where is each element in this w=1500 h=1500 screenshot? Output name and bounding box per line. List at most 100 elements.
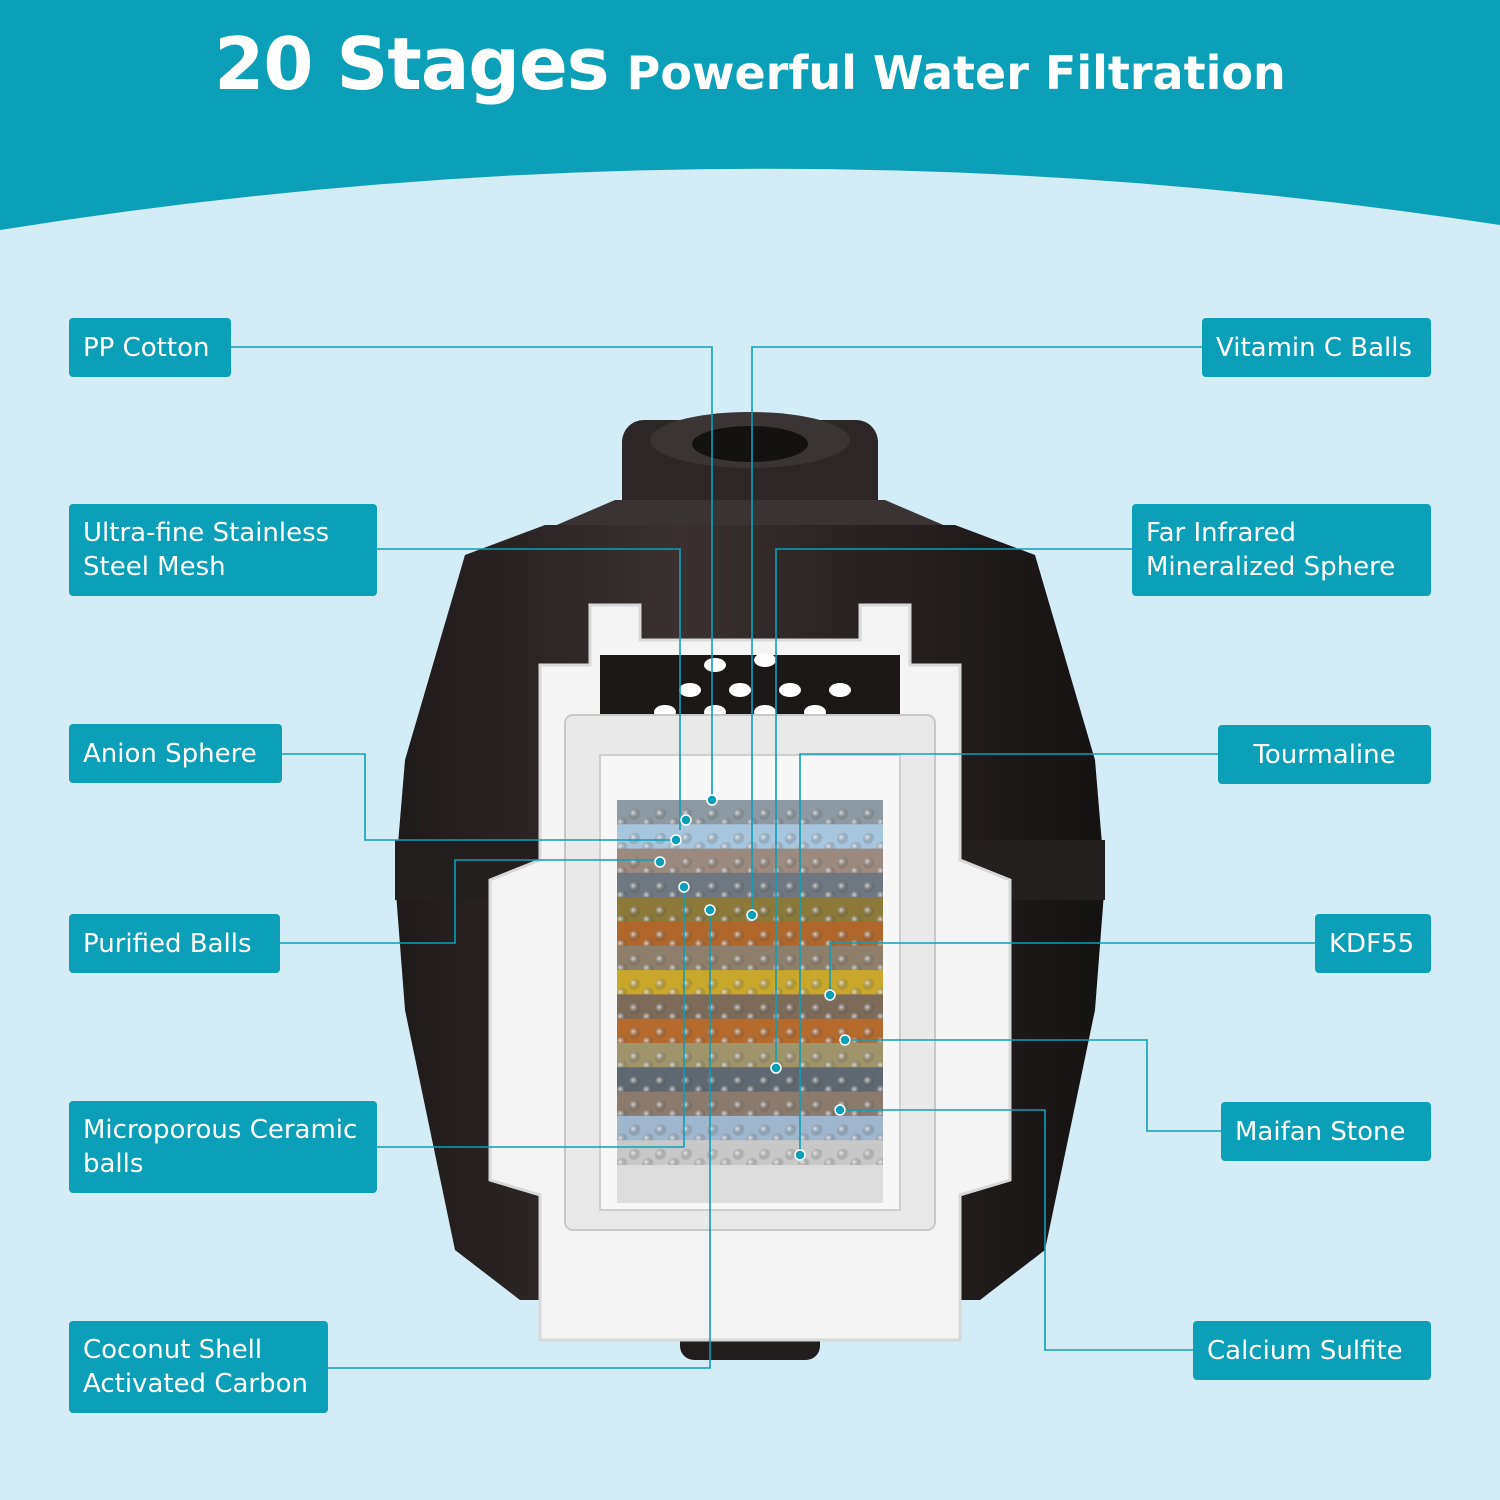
media-ball (733, 905, 745, 918)
media-ball (629, 881, 641, 894)
media-ball (759, 1051, 771, 1064)
media-ball (863, 1075, 875, 1088)
media-ball (863, 857, 875, 870)
media-ball (811, 1148, 823, 1161)
media-ball (759, 905, 771, 918)
media-ball (681, 1148, 693, 1161)
label-anion-sphere: Anion Sphere (69, 724, 282, 783)
leader-dot (834, 1104, 846, 1116)
leader-dot (670, 834, 682, 846)
leader-dot (794, 1149, 806, 1161)
media-ball (837, 1003, 849, 1016)
title-strong: 20 Stages (214, 22, 609, 106)
media-ball (759, 832, 771, 845)
media-ball (707, 930, 719, 943)
label-vitamin-c: Vitamin C Balls (1202, 318, 1431, 377)
media-ball (694, 1157, 706, 1165)
media-ball (707, 954, 719, 967)
media-ball (785, 1075, 797, 1088)
media-ball (707, 1148, 719, 1161)
media-ball (629, 978, 641, 991)
media-ball (655, 881, 667, 894)
media-ball (681, 930, 693, 943)
media-ball (759, 930, 771, 943)
media-ball (655, 1027, 667, 1040)
media-ball (759, 857, 771, 870)
media-ball (629, 1100, 641, 1113)
media-ball (785, 857, 797, 870)
media-ball (863, 930, 875, 943)
media-ball (733, 1027, 745, 1040)
media-ball (785, 905, 797, 918)
label-steel-mesh: Ultra-fine Stainless Steel Mesh (69, 504, 377, 596)
media-ball (811, 1075, 823, 1088)
media-ball (655, 930, 667, 943)
media-ball (668, 1157, 680, 1165)
media-ball (837, 1124, 849, 1137)
media-ball (655, 1100, 667, 1113)
media-ball (655, 808, 667, 821)
media-ball (655, 1003, 667, 1016)
media-ball (837, 832, 849, 845)
leader-dot (704, 904, 716, 916)
label-purified-balls: Purified Balls (69, 914, 280, 973)
bottom-mesh (617, 1165, 883, 1203)
media-ball (811, 1124, 823, 1137)
media-ball (837, 978, 849, 991)
media-ball (759, 881, 771, 894)
media-ball (785, 1100, 797, 1113)
media-ball (863, 1003, 875, 1016)
media-ball (759, 1124, 771, 1137)
media-ball (629, 930, 641, 943)
media-ball (785, 832, 797, 845)
media-ball (863, 808, 875, 821)
media-ball (837, 930, 849, 943)
media-ball (629, 905, 641, 918)
media-ball (811, 808, 823, 821)
media-ball (837, 1148, 849, 1161)
media-ball (629, 1075, 641, 1088)
media-ball (759, 978, 771, 991)
label-tourmaline: Tourmaline (1218, 725, 1431, 784)
media-ball (759, 1027, 771, 1040)
media-ball (707, 978, 719, 991)
media-ball (681, 1051, 693, 1064)
media-ball (681, 857, 693, 870)
media-ball (629, 1003, 641, 1016)
inlet-opening (692, 426, 808, 462)
leader-line (751, 346, 1202, 915)
media-ball (733, 954, 745, 967)
media-ball (707, 808, 719, 821)
media-ball (629, 954, 641, 967)
media-ball (837, 808, 849, 821)
leader-dot (680, 814, 692, 826)
media-ball (642, 1157, 654, 1165)
media-ball (707, 857, 719, 870)
media-ball (811, 1027, 823, 1040)
media-ball (811, 930, 823, 943)
media-ball (629, 1124, 641, 1137)
media-ball (617, 1157, 628, 1165)
label-ceramic-balls: Microporous Ceramic balls (69, 1101, 377, 1193)
media-ball (681, 954, 693, 967)
media-ball (785, 1051, 797, 1064)
media-ball (811, 954, 823, 967)
header-band (0, 0, 1500, 230)
leader-lines (231, 346, 1315, 1369)
media-ball (733, 1051, 745, 1064)
media-ball (707, 1027, 719, 1040)
title-rest: Powerful Water Filtration (626, 46, 1286, 100)
media-ball (655, 1075, 667, 1088)
media-ball (733, 1003, 745, 1016)
label-far-infrared: Far Infrared Mineralized Sphere (1132, 504, 1431, 596)
leader-dot (654, 856, 666, 868)
media-ball (733, 1124, 745, 1137)
media-ball (655, 954, 667, 967)
media-ball (876, 1157, 883, 1165)
media-ball (629, 808, 641, 821)
media-ball (811, 832, 823, 845)
media-ball (681, 905, 693, 918)
media-ball (629, 1027, 641, 1040)
media-ball (681, 1027, 693, 1040)
